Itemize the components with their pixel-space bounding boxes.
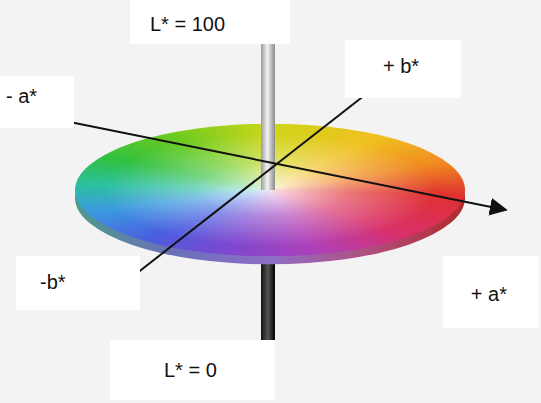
axis-label: - a*: [0, 76, 74, 128]
b-axis: [118, 66, 402, 288]
axis-label: L* = 100: [130, 0, 290, 44]
axis-label: + b*: [345, 40, 461, 98]
a-axis: [40, 116, 506, 210]
axis-label: + a*: [443, 256, 539, 328]
axis-label: -b*: [16, 256, 140, 310]
axis-label: L* = 0: [110, 340, 275, 400]
